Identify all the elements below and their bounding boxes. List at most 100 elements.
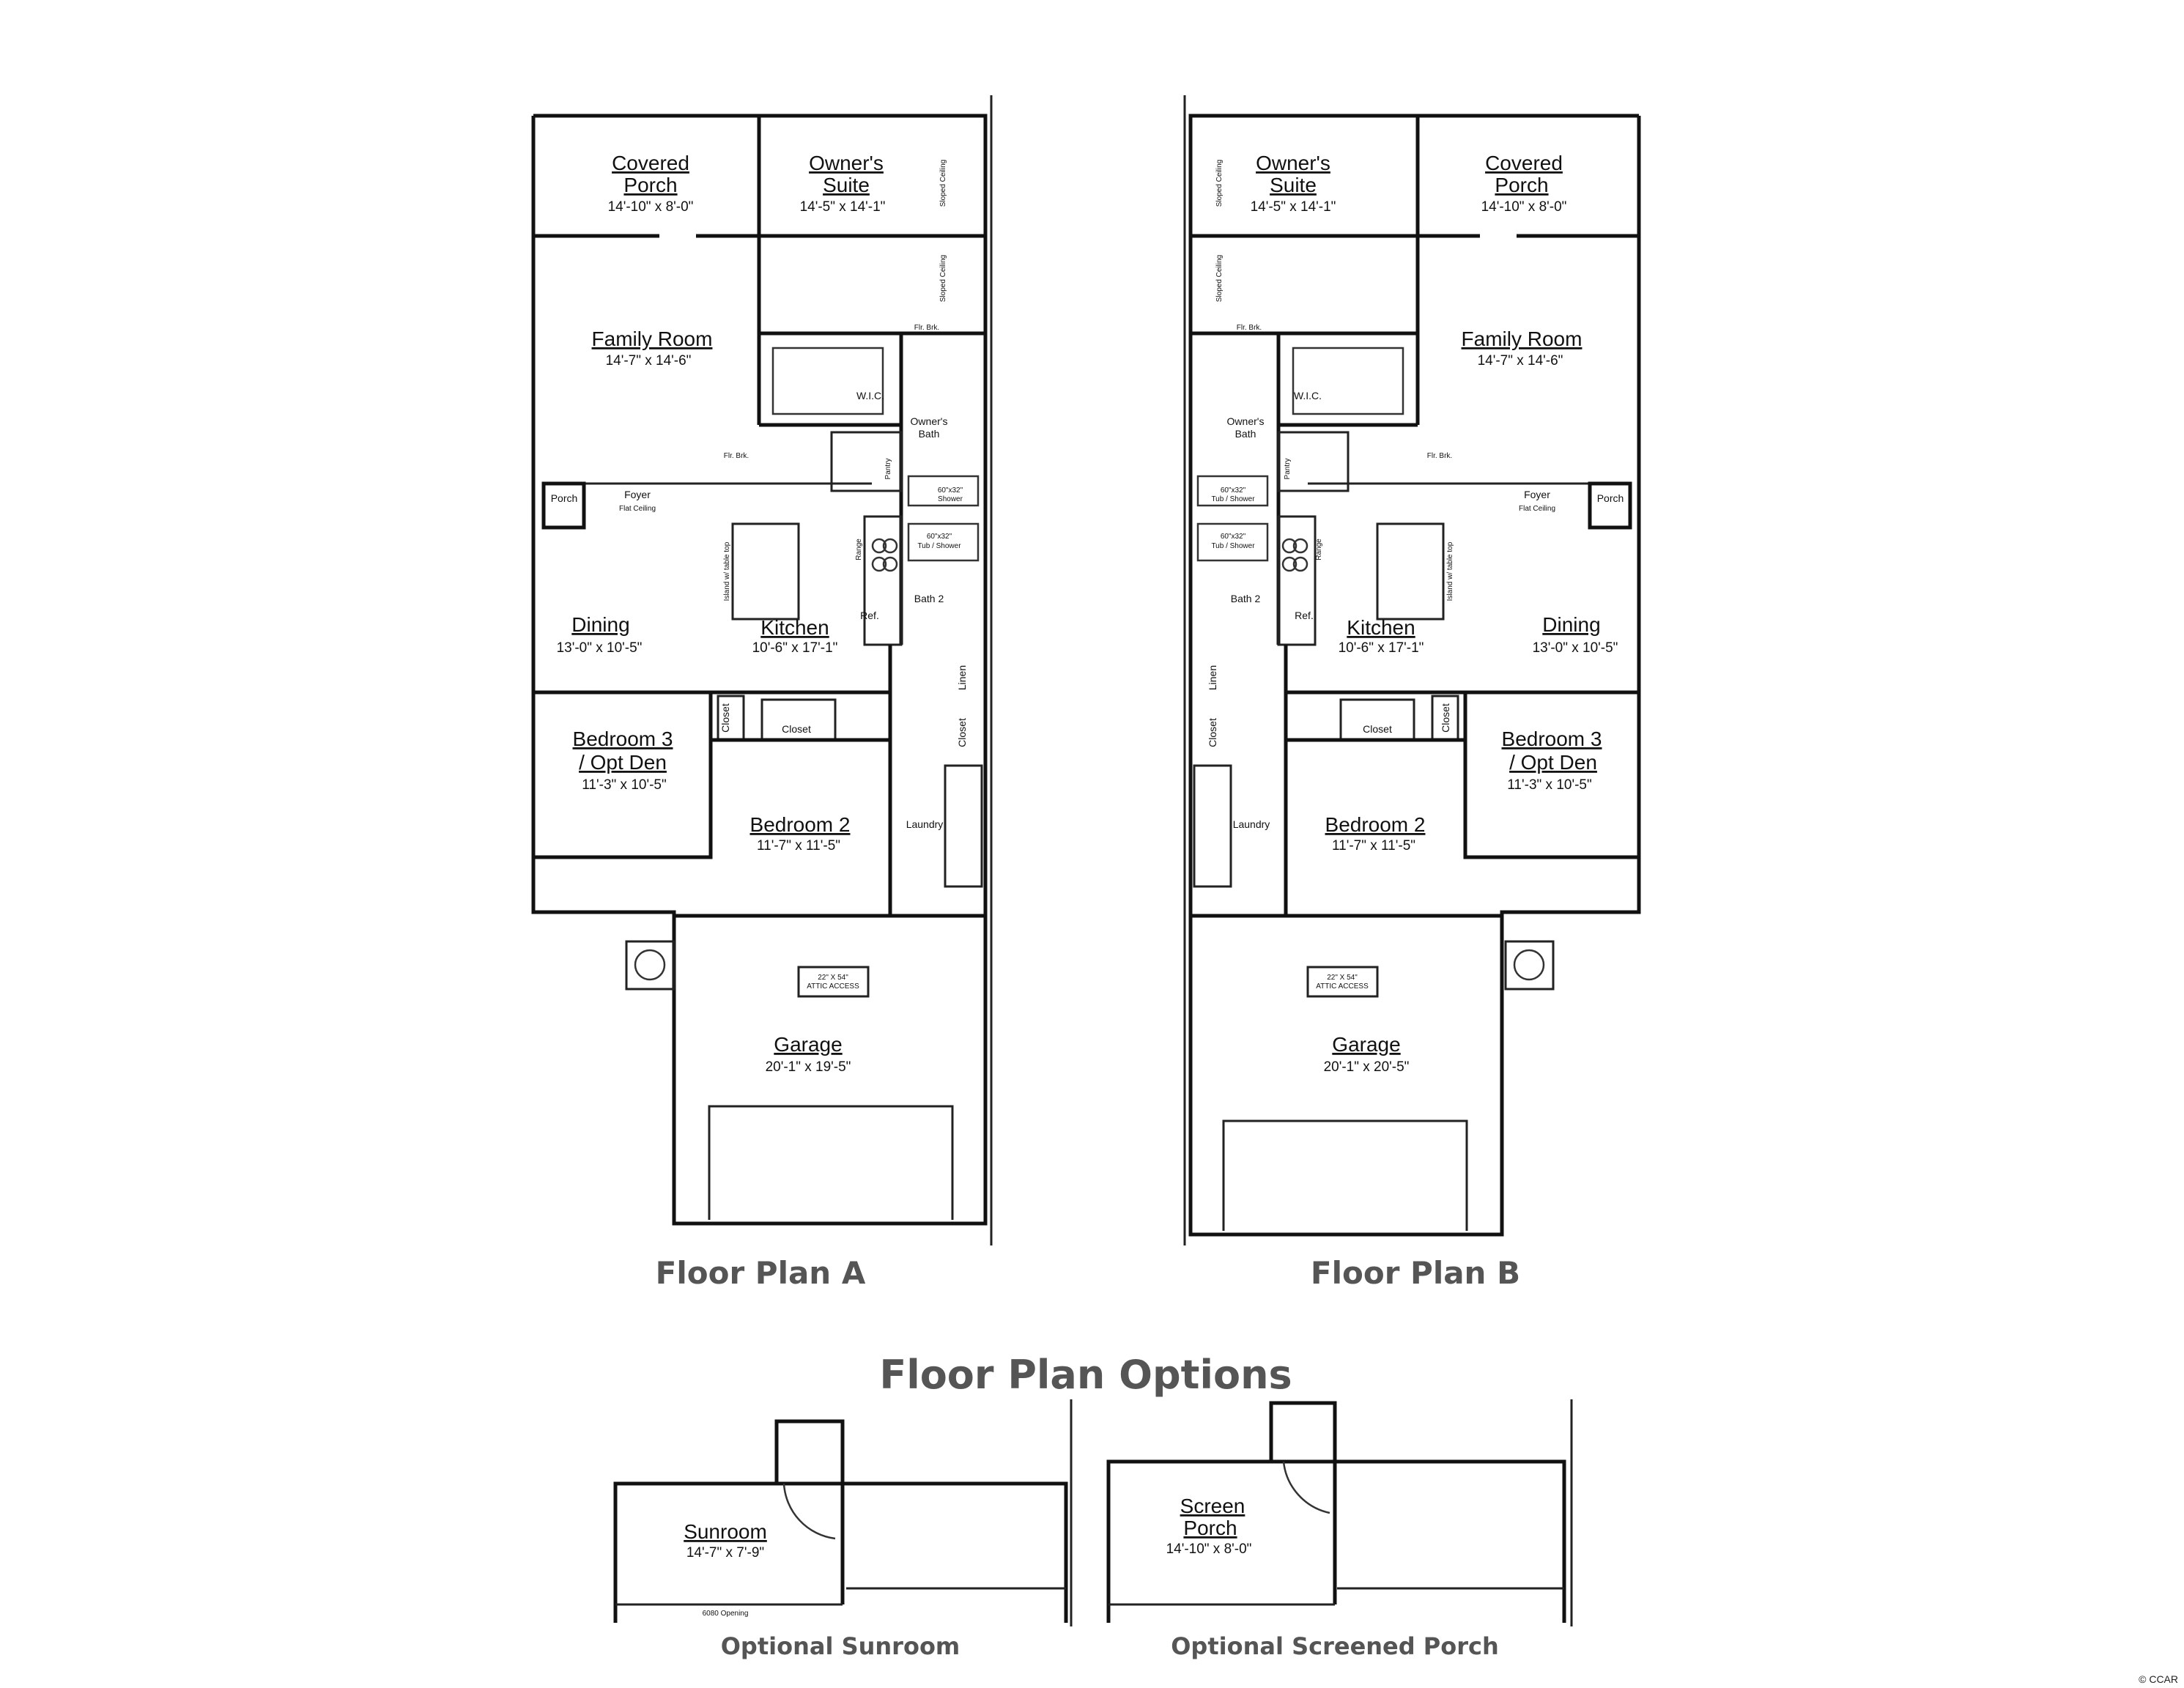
screen-porch-house-wall: [1335, 1459, 1566, 1623]
plan-b-closet-label: Closet: [1440, 703, 1451, 733]
plan-a-garage-label: Garage: [774, 1033, 842, 1056]
plan-a-washer-dryer: [944, 764, 983, 888]
plan-a-porch-label: Porch: [551, 492, 578, 504]
plan-b-sloped-ceiling: Sloped Ceiling: [1215, 160, 1224, 207]
plan-b-garage-label: Garage: [1332, 1033, 1400, 1056]
plan-a-shower-label: Shower: [938, 495, 963, 503]
plan-a-tub-label: Tub / Shower: [917, 542, 961, 550]
plan-b-shower-label: 60"x32": [1221, 486, 1246, 495]
plan-a-ref-label: Ref.: [860, 610, 879, 621]
plan-a-range-counter: [863, 515, 903, 646]
screen-porch-label: Porch: [1183, 1517, 1237, 1539]
plan-a-foyer-label: Foyer: [624, 489, 651, 500]
plan-b-owners-bath-label: Owner's: [1227, 415, 1265, 427]
plan-b-flr-brk: Flr. Brk.: [1427, 452, 1452, 460]
plan-b-bedroom2-label: Bedroom 2: [1325, 813, 1426, 836]
plan-a-kitchen-dim: 10'-6" x 17'-1": [752, 640, 838, 656]
floor-plan-b: Covered Porch 14'-10" x 8'-0" Owner's Su…: [1183, 95, 1641, 1291]
sunroom-opening-label: 6080 Opening: [703, 1610, 749, 1618]
plan-b-attic-access: [1306, 966, 1379, 998]
plan-a-island-label: Island w/ table top: [723, 541, 731, 601]
plan-a-closet-label: Closet: [956, 718, 968, 747]
plan-a-bedroom3-dim: 11'-3" x 10'-5": [582, 777, 666, 793]
plan-b-wic-label: W.I.C.: [1294, 390, 1322, 401]
options-title: Floor Plan Options: [879, 1352, 1292, 1398]
plan-a-range-label: Range: [855, 538, 863, 560]
plan-a-ac-unit: [625, 940, 675, 991]
plan-a-covered-porch-dim: 14'-10" x 8'-0": [608, 199, 694, 215]
plan-b-flr-brk: Flr. Brk.: [1237, 324, 1262, 332]
plan-b-foyer-note: Flat Ceiling: [1519, 505, 1555, 513]
plan-a-closet-label: Closet: [782, 723, 811, 735]
plan-a-burner: [871, 538, 887, 554]
option-screen-porch: Screen Porch 14'-10" x 8'-0" Optional Sc…: [1106, 1399, 1573, 1660]
plan-a-sloped-ceiling: Sloped Ceiling: [939, 255, 947, 303]
plan-a-closet-label: Closet: [719, 703, 731, 733]
plan-b-burner: [1281, 556, 1298, 572]
plan-a-owners-suite-dim: 14'-5" x 14'-1": [800, 199, 886, 215]
plan-b-garage-door: [1222, 1119, 1468, 1231]
plan-b-bedroom2-dim: 11'-7" x 11'-5": [1332, 838, 1415, 854]
plan-b-attic-label: ATTIC ACCESS: [1316, 982, 1369, 991]
plan-b-bedroom3-label: / Opt Den: [1509, 751, 1597, 774]
plan-a-owners-bath-label: Bath: [919, 428, 940, 440]
plan-a-wall: [757, 236, 903, 388]
plan-b-porch-box: [1588, 481, 1632, 530]
plan-b-covered-porch-label: Covered: [1485, 152, 1563, 174]
plan-b-bath2-label: Bath 2: [1231, 593, 1261, 604]
plan-b-linen-label: Linen: [1207, 665, 1218, 690]
plan-b-sloped-ceiling: Sloped Ceiling: [1215, 255, 1224, 303]
plan-b-dining-dim: 13'-0" x 10'-5": [1533, 640, 1618, 656]
floor-plan-options: Floor Plan Options Sunroom 14'-7" x 7'-9…: [613, 1352, 1573, 1660]
plan-a-bedroom3-label: / Opt Den: [579, 751, 667, 774]
plan-a-wall: [759, 331, 985, 427]
plan-b-tub-label: Tub / Shower: [1211, 542, 1255, 550]
plan-b-island-label: Island w/ table top: [1446, 541, 1454, 601]
ccar-badge: © CCAR: [2139, 1673, 2178, 1685]
plan-b-burner: [1292, 556, 1308, 572]
plan-a-attic-label: ATTIC ACCESS: [807, 982, 859, 991]
plan-a-dining-label: Dining: [571, 613, 629, 636]
plan-a-foyer-note: Flat Ceiling: [619, 505, 656, 513]
sunroom-door-swing: [782, 1483, 836, 1540]
plan-b-family-room-label: Family Room: [1462, 327, 1583, 350]
plan-a-ac-fan: [634, 949, 666, 981]
screen-porch-caption: Optional Screened Porch: [1171, 1632, 1499, 1660]
plan-a-bath2-label: Bath 2: [914, 593, 944, 604]
plan-b-porch-label: Porch: [1597, 492, 1624, 504]
plan-b-bedroom3-dim: 11'-3" x 10'-5": [1507, 777, 1591, 793]
plan-b-closet-label: Closet: [1363, 723, 1392, 735]
plan-b-kitchen-label: Kitchen: [1347, 616, 1415, 639]
plan-b-owners-suite-dim: 14'-5" x 14'-1": [1251, 199, 1336, 215]
option-sunroom: Sunroom 14'-7" x 7'-9" 6080 Opening Opti…: [613, 1399, 1073, 1660]
plan-a-burner: [882, 538, 898, 554]
plan-a-linen-label: Linen: [956, 665, 968, 690]
plan-a-tub: [907, 522, 980, 562]
plan-b-laundry-label: Laundry: [1233, 818, 1270, 830]
plan-b-burner: [1281, 538, 1298, 554]
plan-a-burner: [871, 556, 887, 572]
screen-porch-label: Screen: [1180, 1495, 1245, 1517]
plan-a-porch-box: [541, 481, 586, 530]
plan-a-covered-porch-label: Porch: [623, 174, 677, 196]
sunroom-outline: [613, 1419, 845, 1623]
plan-b-garage-dim: 20'-1" x 20'-5": [1324, 1059, 1410, 1075]
plan-b-dining-label: Dining: [1542, 613, 1600, 636]
sunroom-dim: 14'-7" x 7'-9": [686, 1545, 764, 1561]
plan-b-covered-porch-dim: 14'-10" x 8'-0": [1481, 199, 1567, 215]
plan-a-bedroom3-label: Bedroom 3: [573, 728, 673, 750]
plan-b-range-label: Range: [1315, 538, 1323, 560]
screen-porch-dim: 14'-10" x 8'-0": [1166, 1541, 1252, 1557]
plan-b-owners-suite-label: Suite: [1270, 174, 1317, 196]
plan-b-wic-shelf: [1292, 347, 1404, 415]
plan-a-sloped-ceiling: Sloped Ceiling: [939, 160, 947, 207]
plan-a-attic-label: 22" X 54": [818, 974, 848, 982]
plan-a-pantry-label: Pantry: [884, 459, 892, 480]
plan-b-wall: [1463, 692, 1639, 859]
plan-b-family-room-dim: 14'-7" x 14'-6": [1478, 353, 1563, 369]
plan-a-tub-label: 60"x32": [927, 533, 952, 541]
plan-b-island: [1376, 522, 1445, 621]
plan-b-caption: Floor Plan B: [1311, 1255, 1520, 1291]
screen-porch-outline: [1106, 1401, 1337, 1623]
plan-a-wic-shelf: [771, 347, 884, 415]
